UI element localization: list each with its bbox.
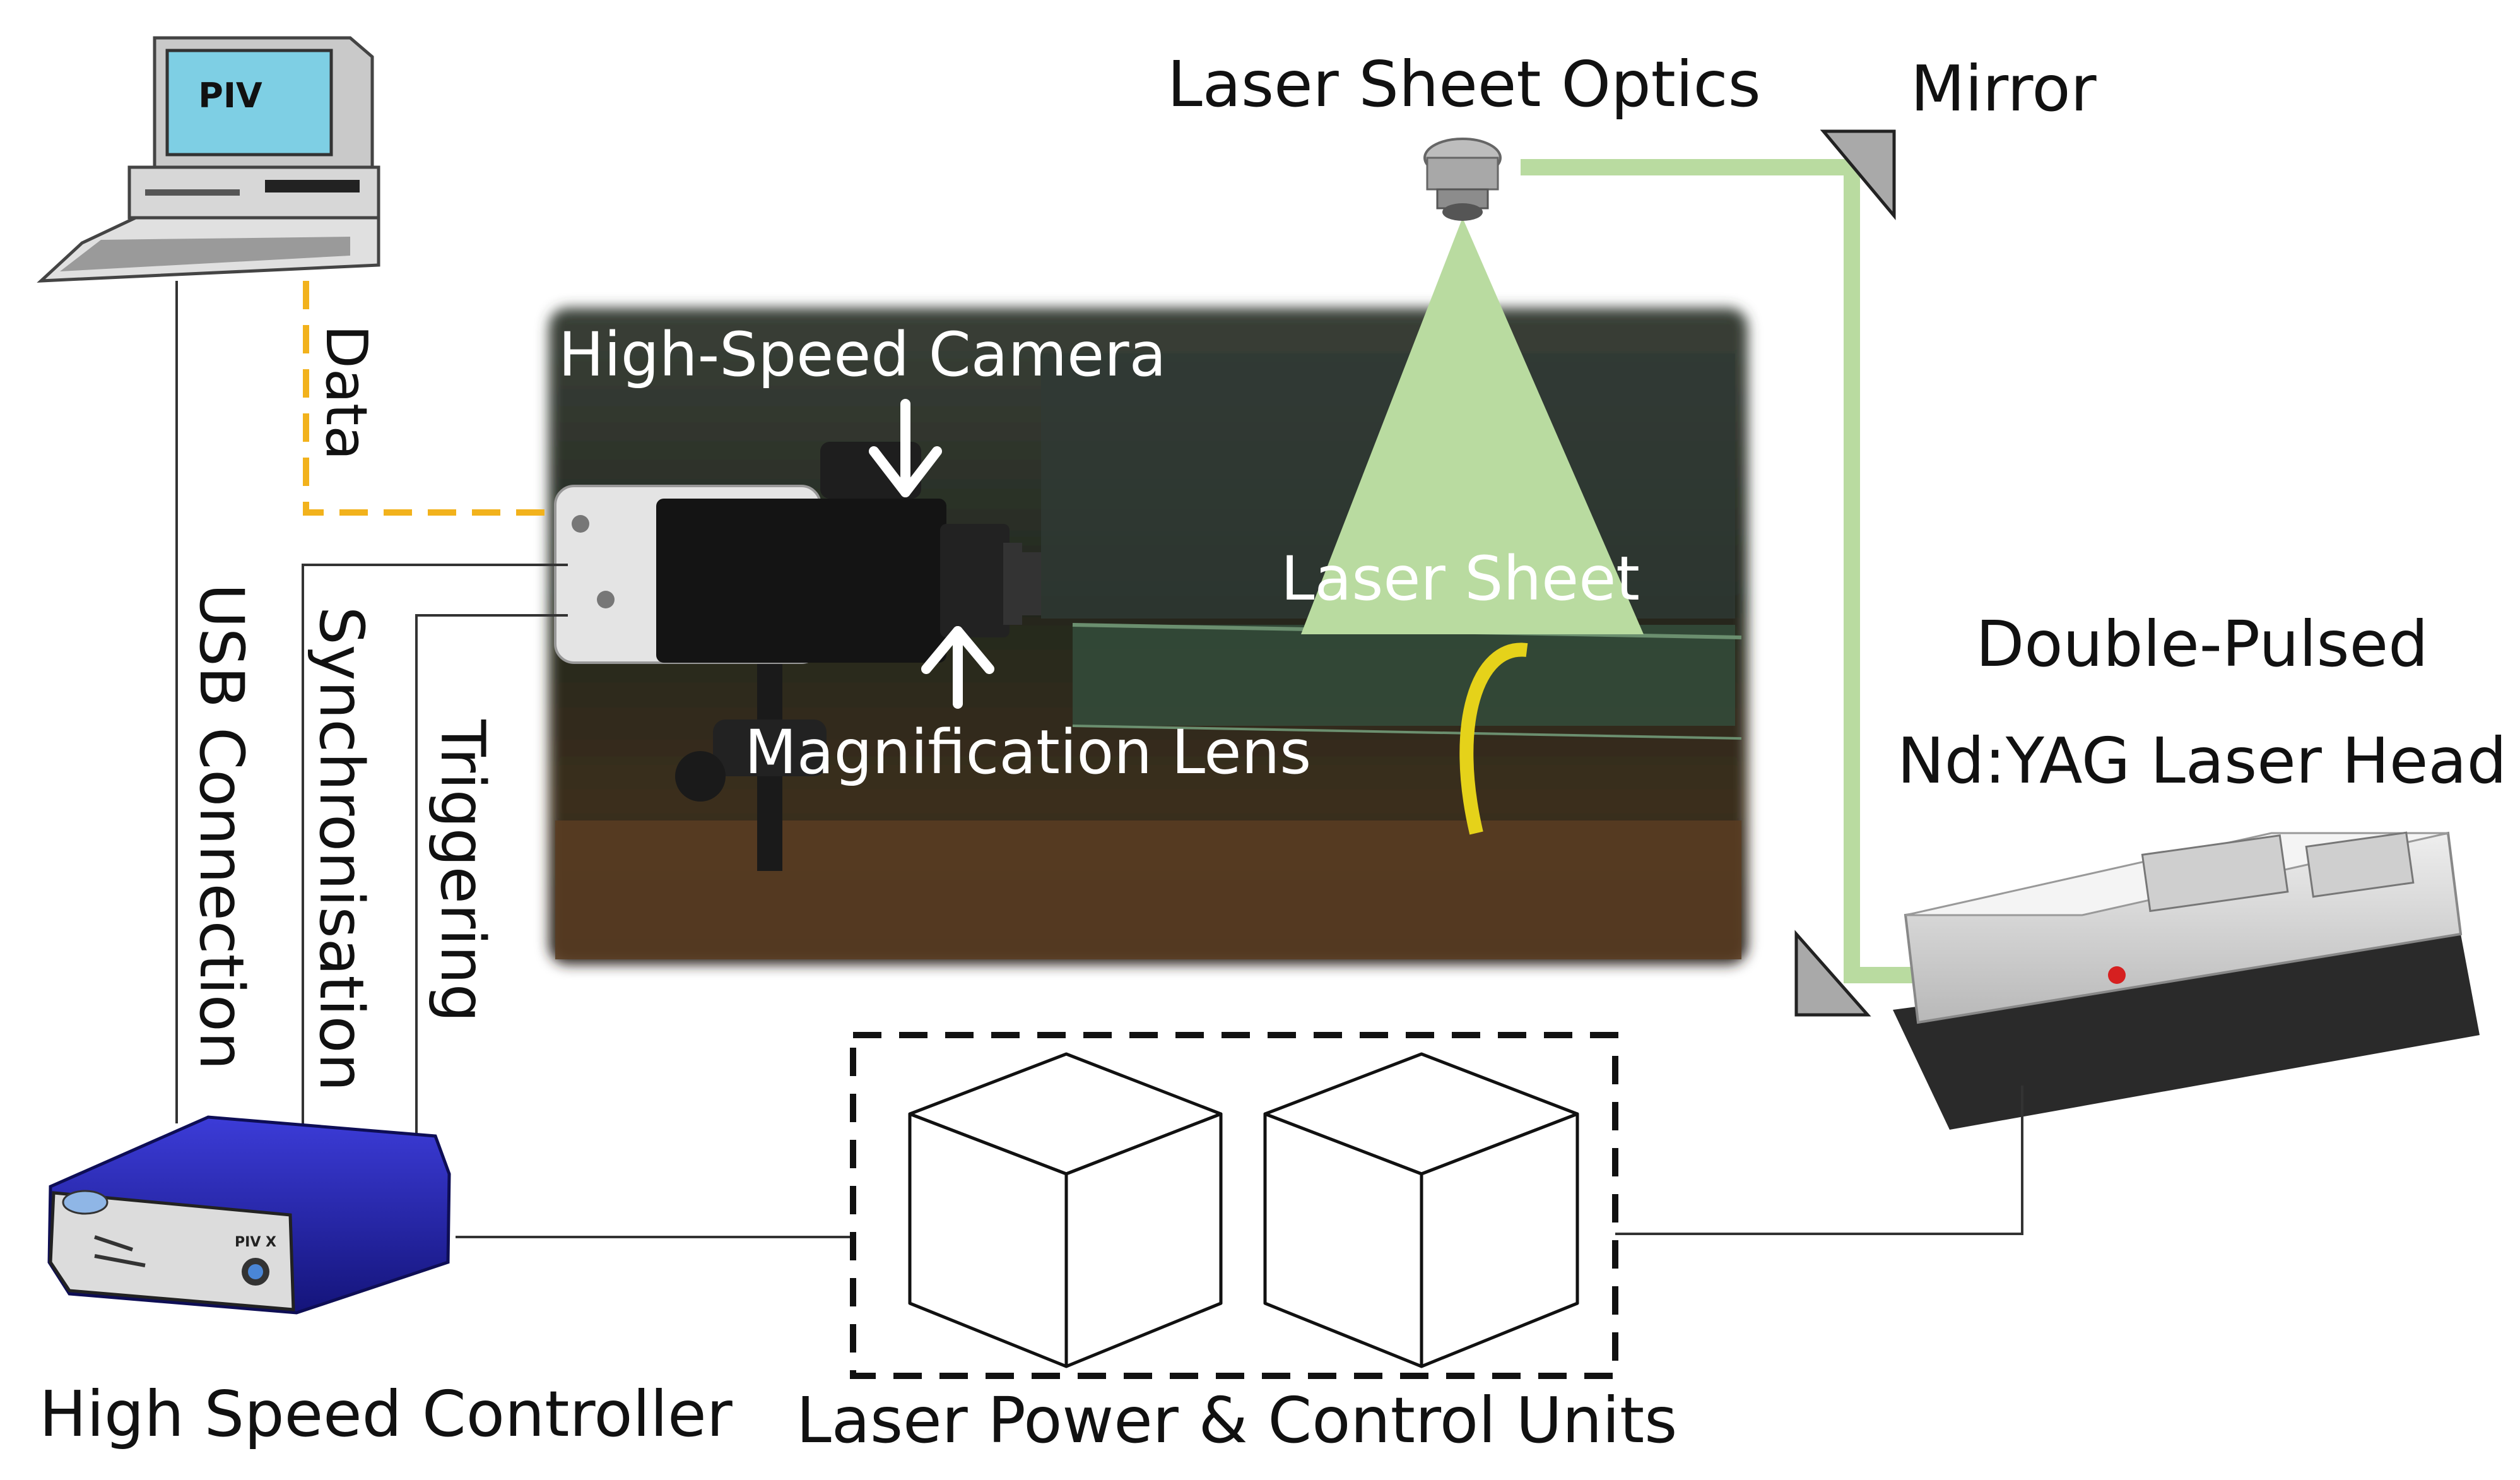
laser-sheet-triangle <box>1301 218 1644 634</box>
synchronisation-line <box>302 564 568 1130</box>
high-speed-camera-label: High-Speed Camera <box>558 319 1166 390</box>
triggering-label: Triggering <box>427 719 498 1022</box>
computer-icon: PIV <box>37 36 380 283</box>
computer-screen-label: PIV <box>198 76 262 115</box>
laser-head-label: Nd:YAG Laser Head <box>1897 724 2507 798</box>
magnification-lens-label: Magnification Lens <box>745 717 1311 788</box>
mirror-bottom-icon <box>1794 930 1871 1017</box>
lens-arrow-icon <box>921 626 994 709</box>
power-unit-cube-right <box>1263 1052 1579 1368</box>
double-pulsed-label: Double-Pulsed <box>1975 607 2428 681</box>
laser-sheet-optics-label: Laser Sheet Optics <box>1167 47 1761 121</box>
laser-sheet-optics-icon <box>1423 138 1502 221</box>
laser-power-control-units-label: Laser Power & Control Units <box>796 1383 1677 1457</box>
controller-badge-label: PIV X <box>235 1234 276 1250</box>
triggering-line <box>415 614 568 1164</box>
laser-head-icon <box>1893 831 2480 1130</box>
usb-connection-label: USB Connection <box>186 584 257 1070</box>
data-line <box>303 281 549 516</box>
laser-sheet-label: Laser Sheet <box>1281 543 1640 614</box>
camera-arrow-icon <box>869 399 942 497</box>
mirror-top-icon <box>1820 129 1896 220</box>
laser-power-units-box <box>850 1032 1618 1379</box>
mirror-label: Mirror <box>1911 52 2097 126</box>
power-to-laser-head-line <box>1615 1086 2023 1235</box>
data-label: Data <box>313 325 379 461</box>
power-unit-cube-left <box>908 1052 1223 1368</box>
synchronisation-label: Synchronisation <box>306 607 377 1092</box>
high-speed-controller-icon: PIV X <box>47 1115 451 1315</box>
high-speed-controller-label: High Speed Controller <box>39 1377 733 1451</box>
